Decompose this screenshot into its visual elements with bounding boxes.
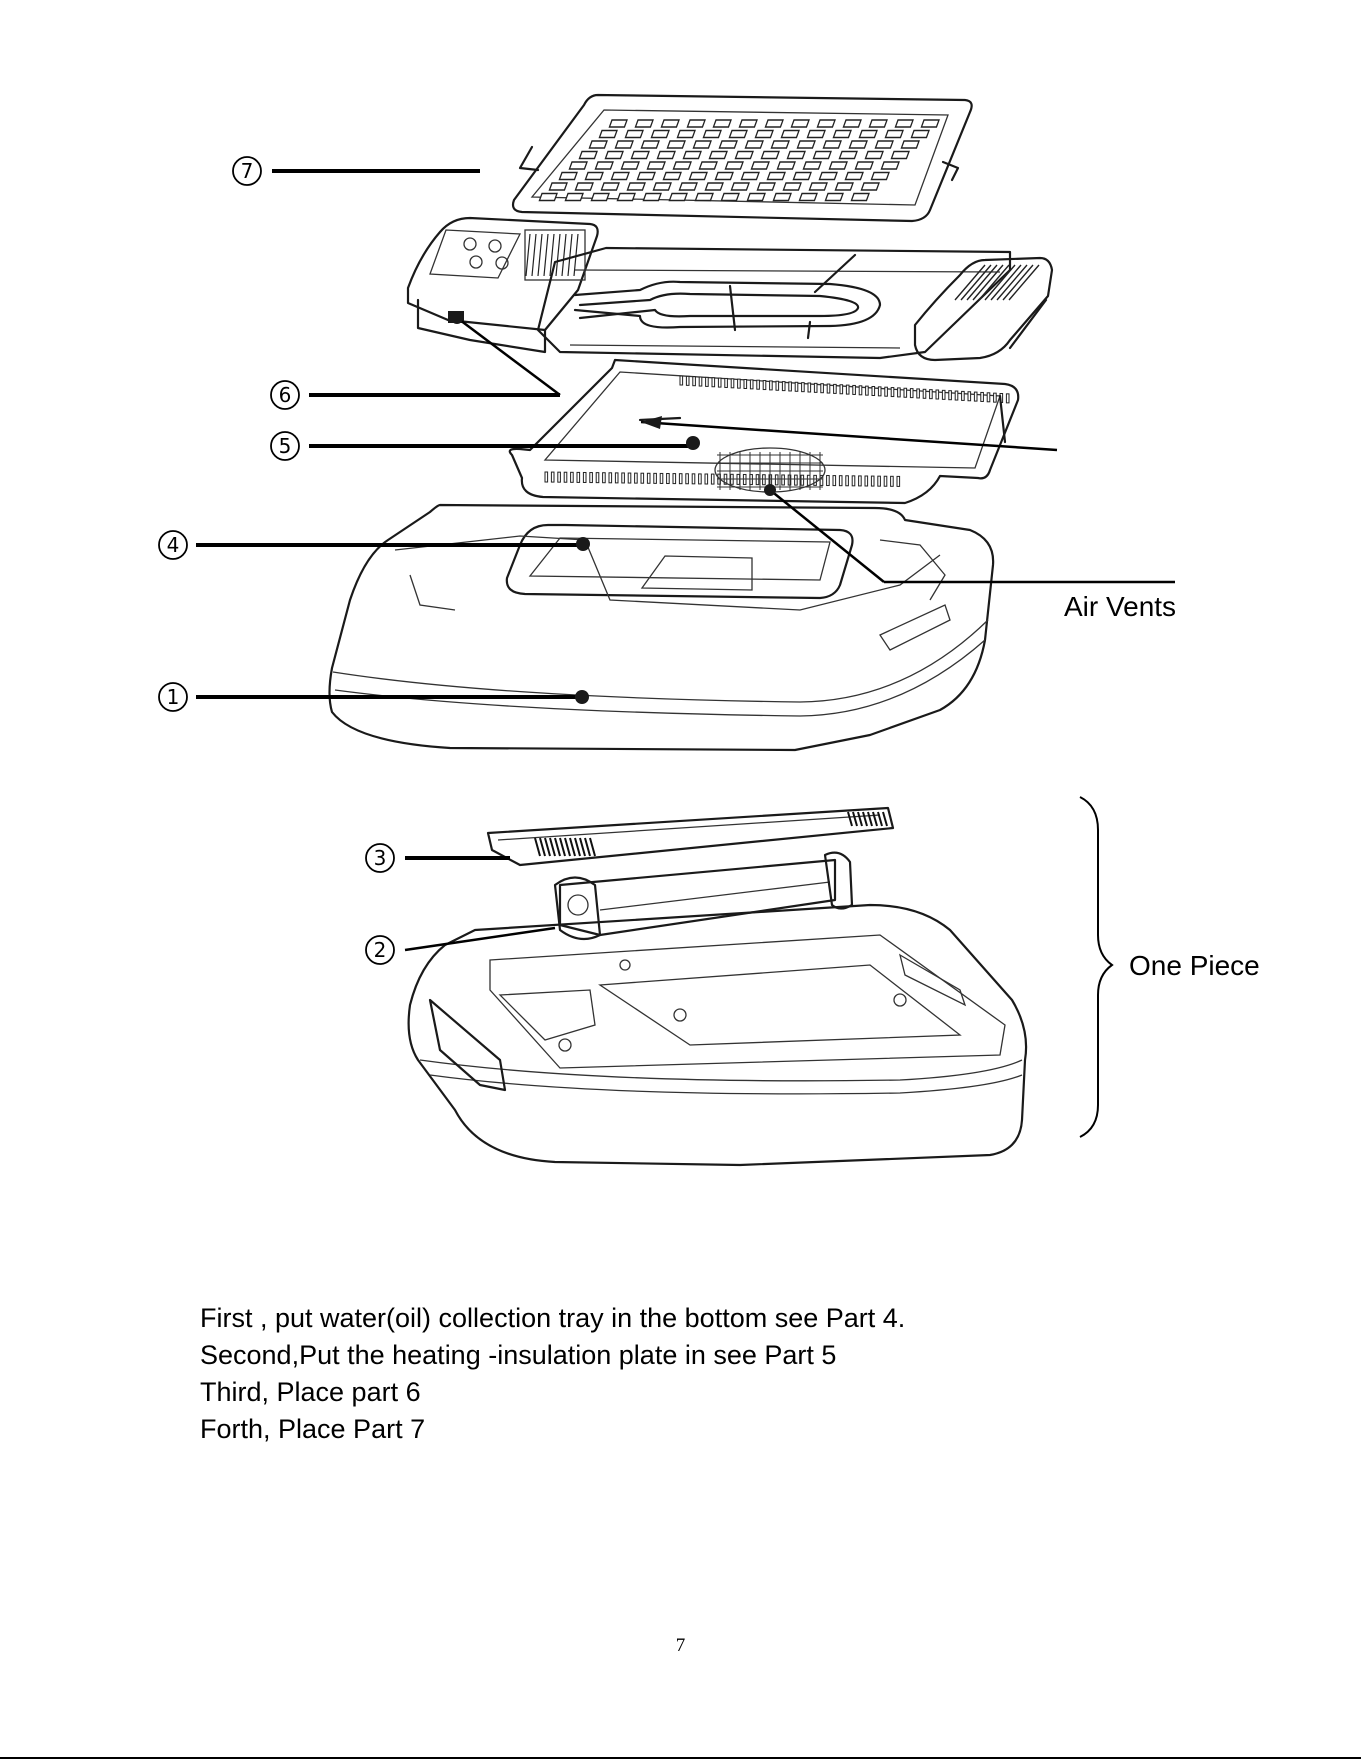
leader-line-air-vents-angled bbox=[770, 490, 884, 582]
leader-lines bbox=[196, 171, 1175, 950]
part-marker-5: 5 bbox=[271, 432, 299, 460]
lower-assembly-illustration bbox=[409, 808, 1026, 1165]
heating-element-illustration bbox=[408, 218, 1052, 360]
part-marker-1: 1 bbox=[159, 683, 187, 711]
svg-text:6: 6 bbox=[279, 383, 292, 407]
collection-tray-illustration bbox=[507, 525, 853, 598]
grill-grate-illustration bbox=[513, 95, 972, 221]
base-illustration bbox=[330, 505, 994, 750]
instruction-step-3: Third, Place part 6 bbox=[200, 1374, 905, 1411]
one-piece-label: One Piece bbox=[1129, 950, 1260, 981]
part-marker-3: 3 bbox=[366, 844, 394, 872]
leader-line-part-2 bbox=[405, 928, 555, 950]
svg-text:2: 2 bbox=[374, 938, 387, 962]
instruction-step-4: Forth, Place Part 7 bbox=[200, 1411, 905, 1448]
svg-text:7: 7 bbox=[241, 159, 254, 183]
leader-line-plate-arrow bbox=[641, 422, 1057, 450]
instruction-step-2: Second,Put the heating -insulation plate… bbox=[200, 1337, 905, 1374]
air-vents-label: Air Vents bbox=[1064, 591, 1176, 622]
page-bottom-rule bbox=[0, 1757, 1361, 1759]
svg-text:5: 5 bbox=[279, 434, 292, 458]
part-marker-4: 4 bbox=[159, 531, 187, 559]
page-number: 7 bbox=[0, 1635, 1361, 1657]
part-marker-7: 7 bbox=[233, 157, 261, 185]
part-marker-2: 2 bbox=[366, 936, 394, 964]
svg-text:3: 3 bbox=[374, 846, 387, 870]
instruction-step-1: First , put water(oil) collection tray i… bbox=[200, 1300, 905, 1337]
one-piece-brace bbox=[1080, 797, 1112, 1137]
svg-text:4: 4 bbox=[167, 533, 180, 557]
svg-text:1: 1 bbox=[167, 685, 180, 709]
part-marker-6: 6 bbox=[271, 381, 299, 409]
assembly-instructions: First , put water(oil) collection tray i… bbox=[200, 1300, 905, 1448]
